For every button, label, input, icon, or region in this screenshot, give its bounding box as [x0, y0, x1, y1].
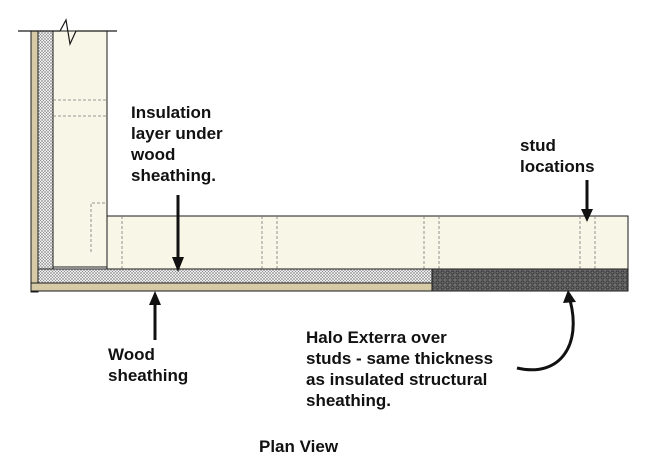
- vertical-wood-sheathing: [30, 30, 39, 293]
- horizontal-wall: [30, 215, 629, 292]
- halo-exterra-label: Halo Exterra over studs - same thickness…: [306, 328, 494, 410]
- horizontal-stud-cavity: [106, 215, 629, 270]
- break-line: [18, 18, 117, 47]
- halo-exterra-arrow: [516, 299, 575, 372]
- stud-locations-label: stud locations: [520, 136, 595, 176]
- horizontal-wood-sheathing: [30, 282, 433, 292]
- leader-arrows: [149, 180, 593, 372]
- insulation-layer-label: Insulation layer under wood sheathing.: [131, 103, 223, 185]
- vertical-insulation-layer: [37, 30, 54, 273]
- halo-exterra-panel: [431, 268, 629, 292]
- vertical-stud-cavity: [52, 30, 108, 268]
- horizontal-insulation-layer: [37, 268, 433, 284]
- diagram-caption: Plan View: [259, 437, 339, 456]
- vertical-wall: [18, 18, 117, 293]
- wood-sheathing-label: Wood sheathing: [108, 345, 189, 385]
